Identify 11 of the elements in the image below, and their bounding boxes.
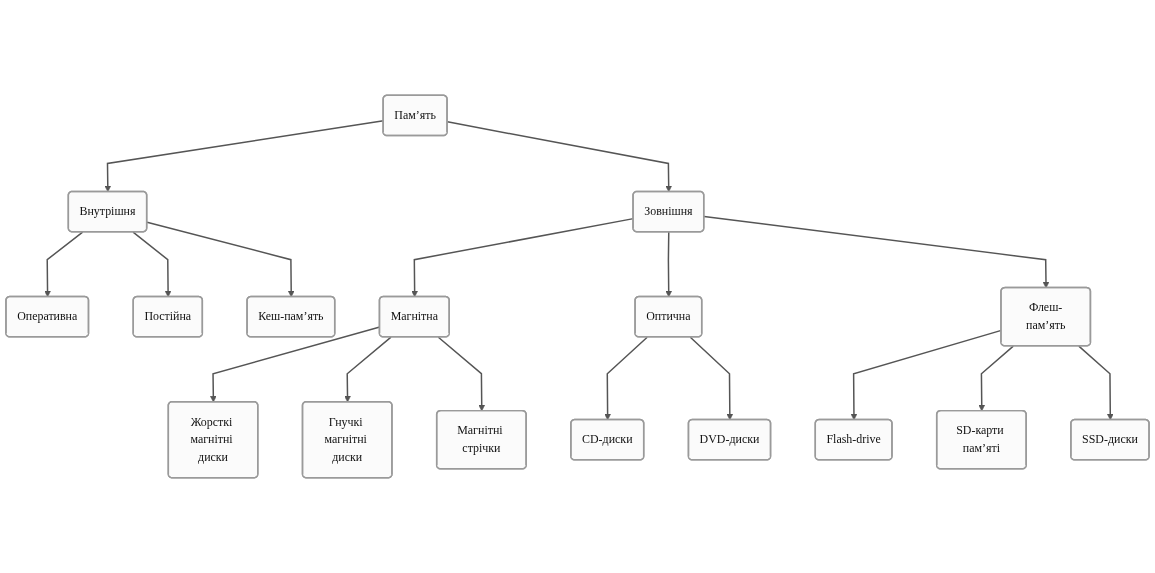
arrow: [344, 336, 392, 403]
arrow: [132, 231, 172, 298]
arrow: [1078, 345, 1114, 421]
arrow: [703, 215, 1050, 289]
arrow: [437, 336, 485, 412]
arrow: [689, 336, 734, 421]
arrow: [665, 231, 672, 298]
arrow: [44, 231, 84, 298]
arrow: [978, 345, 1015, 412]
arrow: [146, 221, 295, 298]
arrow: [604, 336, 648, 421]
